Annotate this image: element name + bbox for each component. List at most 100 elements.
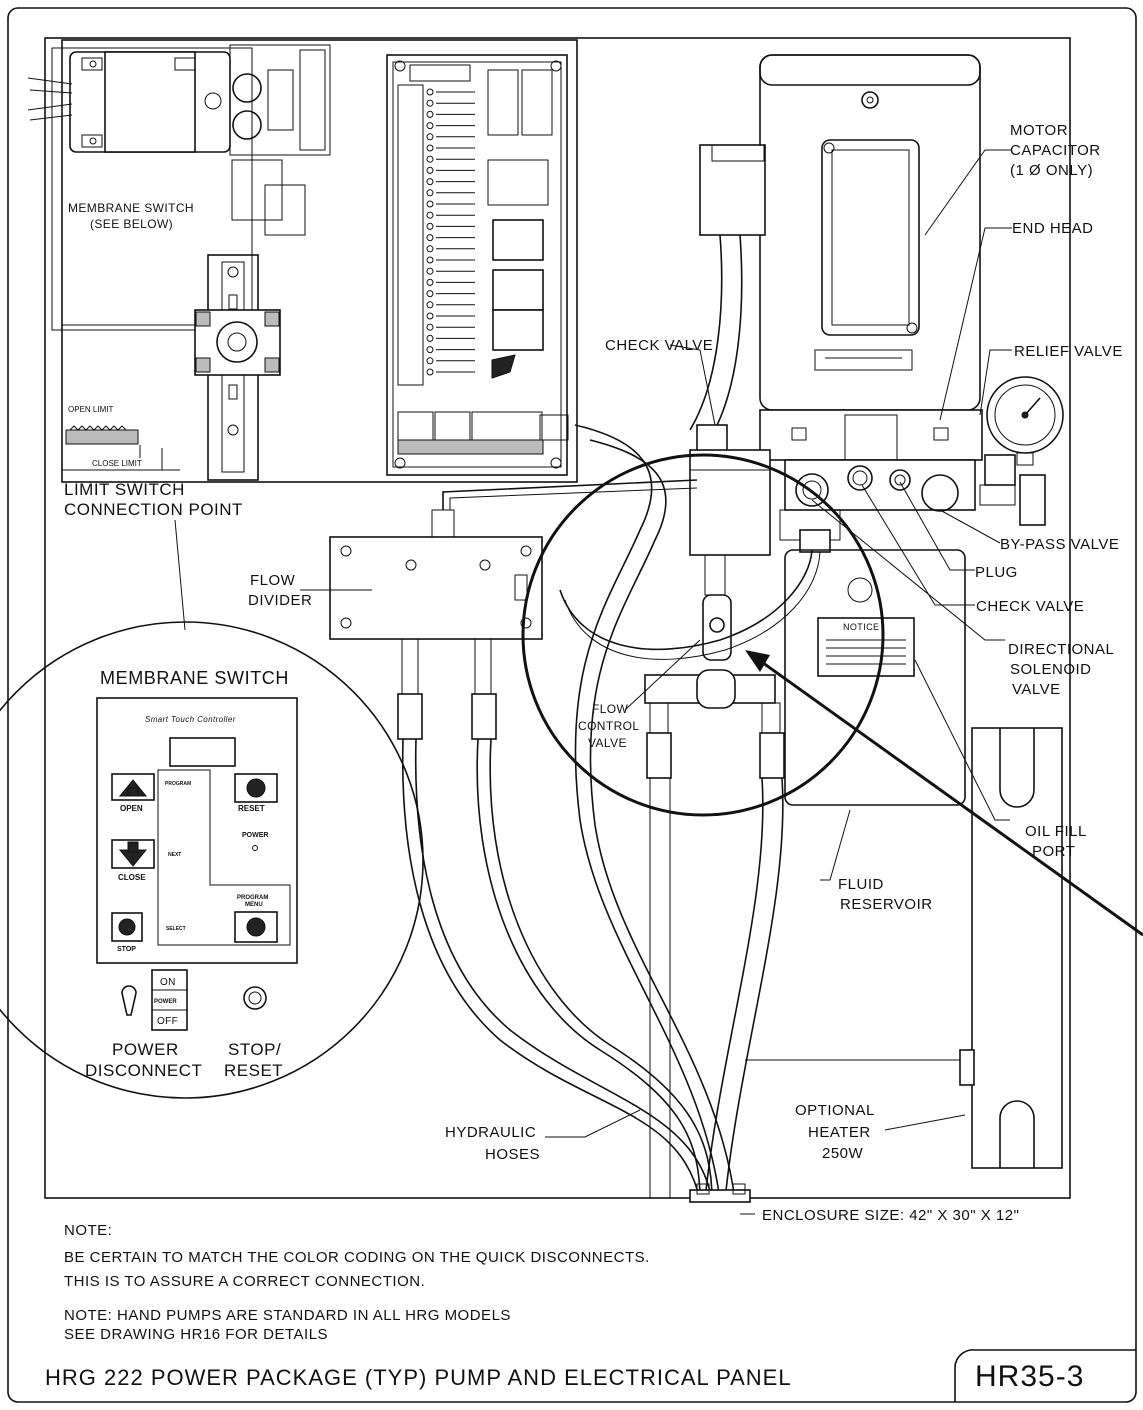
- note2-line1: NOTE: HAND PUMPS ARE STANDARD IN ALL HRG…: [64, 1307, 511, 1324]
- flow-divider: [329, 479, 713, 1201]
- close-button[interactable]: [111, 839, 155, 869]
- drawing-number: HR35-3: [975, 1360, 1084, 1393]
- controller-board: [386, 54, 569, 476]
- terminal-dot: [426, 245, 434, 253]
- limit-switch-label-line2: CONNECTION POINT: [64, 500, 243, 519]
- open-limit-label: OPEN LIMIT: [68, 405, 113, 414]
- power-disconnect-switch[interactable]: [121, 969, 188, 1031]
- open-label: OPEN: [120, 804, 143, 813]
- limit-switch-terminals: [62, 425, 180, 471]
- terminal-dot: [426, 278, 434, 286]
- terminal-dots: [426, 88, 475, 376]
- program-menu-button[interactable]: [234, 911, 278, 943]
- terminal-dot: [426, 155, 434, 163]
- note1-label: NOTE:: [64, 1222, 112, 1239]
- terminal-dot: [426, 312, 434, 320]
- terminal-dot: [426, 110, 434, 118]
- motor-capacitor-label-3: (1 Ø ONLY): [1010, 162, 1093, 179]
- terminal-dot: [426, 144, 434, 152]
- terminal-dot: [426, 267, 434, 275]
- next-label: NEXT: [168, 852, 181, 858]
- notice-plate: [817, 617, 915, 677]
- end-head-label: END HEAD: [1012, 220, 1094, 237]
- motor-capacitor: [821, 139, 920, 336]
- terminal-dot: [426, 211, 434, 219]
- stop-label: STOP: [117, 946, 136, 953]
- stop-button[interactable]: [111, 912, 143, 942]
- drawing-number-box: [954, 1349, 1136, 1402]
- pointer-arrow: [751, 653, 1143, 937]
- fluid-reservoir: [784, 549, 966, 806]
- program-label: PROGRAM: [165, 781, 191, 787]
- terminal-dot: [426, 166, 434, 174]
- bypass-valve-label: BY-PASS VALVE: [1000, 536, 1119, 553]
- toggle-switch-icon: [121, 985, 137, 1016]
- select-label: SELECT: [166, 926, 186, 932]
- flow-divider-label-1: FLOW: [250, 572, 296, 589]
- terminal-dot: [426, 133, 434, 141]
- reset-button[interactable]: [234, 773, 278, 803]
- hose-left: [574, 424, 721, 1201]
- switch-on-label: ON: [160, 977, 176, 988]
- note2-line2: SEE DRAWING HR16 FOR DETAILS: [64, 1326, 328, 1343]
- valve-manifold: [779, 459, 976, 553]
- oil-fill-label-1: OIL FILL: [1025, 823, 1087, 840]
- membrane-switch-panel: Smart Touch Controller OPEN CLOSE STOP R…: [96, 697, 298, 964]
- terminal-dot: [426, 222, 434, 230]
- close-limit-label: CLOSE LIMIT: [92, 459, 142, 468]
- directional-valve-label-3: VALVE: [1012, 681, 1061, 698]
- terminal-dot: [426, 346, 434, 354]
- motor: [759, 54, 983, 461]
- check-valve-right-label: CHECK VALVE: [976, 598, 1084, 615]
- solenoid-coil: [689, 144, 766, 436]
- stop-reset-label-2: RESET: [224, 1061, 283, 1080]
- close-label: CLOSE: [118, 873, 146, 882]
- plug-label: PLUG: [975, 564, 1018, 581]
- stop-reset-knob[interactable]: [243, 986, 267, 1010]
- transformer: [27, 51, 231, 153]
- directional-valve-label-1: DIRECTIONAL: [1008, 641, 1114, 658]
- terminal-dot: [426, 99, 434, 107]
- membrane-switch-detail-circle: [0, 621, 424, 1099]
- solenoid-cable: [559, 549, 813, 651]
- note1-line2: THIS IS TO ASSURE A CORRECT CONNECTION.: [64, 1273, 425, 1290]
- power-disconnect-label-1: POWER: [112, 1040, 179, 1059]
- program-menu-label-2: MENU: [245, 902, 263, 908]
- terminal-dot: [426, 256, 434, 264]
- stop-reset-label-1: STOP/: [228, 1040, 281, 1059]
- fuse-block: [229, 44, 331, 236]
- power-disconnect-label-2: DISCONNECT: [85, 1061, 202, 1080]
- motor-capacitor-label-1: MOTOR: [1010, 122, 1068, 139]
- membrane-switch-ref-line1: MEMBRANE SWITCH: [68, 201, 194, 215]
- terminal-dot: [426, 122, 434, 130]
- relief-valve-label: RELIEF VALVE: [1014, 343, 1123, 360]
- terminal-dot: [426, 200, 434, 208]
- terminal-dot: [426, 357, 434, 365]
- hydraulic-hoses-label-1: HYDRAULIC: [445, 1124, 536, 1141]
- optional-heater-label-1: OPTIONAL: [795, 1102, 875, 1119]
- hose-right: [589, 439, 736, 1201]
- program-menu-label-1: PROGRAM: [237, 895, 268, 901]
- electrical-subpanel: OPEN LIMIT CLOSE LIMIT MEMBRANE SWITCH (…: [27, 39, 578, 483]
- leader-lines: [300, 149, 1012, 1215]
- terminal-dot: [426, 178, 434, 186]
- power-indicator-icon: [252, 845, 258, 851]
- fluid-reservoir-label-1: FLUID: [838, 876, 884, 893]
- flow-divider-label-2: DIVIDER: [248, 592, 312, 609]
- power-label: POWER: [242, 832, 268, 839]
- display-window: [169, 737, 236, 767]
- open-button[interactable]: [111, 773, 155, 801]
- limit-switch-leader: [174, 519, 186, 631]
- flow-control-valve: [644, 594, 785, 1201]
- flow-control-label-3: VALVE: [588, 736, 627, 750]
- limit-switch-label-line1: LIMIT SWITCH: [64, 480, 185, 499]
- membrane-switch-ref-line2: (SEE BELOW): [90, 217, 173, 231]
- terminal-dot: [426, 368, 434, 376]
- check-valve-body: [689, 424, 771, 596]
- flow-control-label-1: FLOW: [592, 702, 629, 716]
- note1-line1: BE CERTAIN TO MATCH THE COLOR CODING ON …: [64, 1249, 650, 1266]
- highlight-circle: [521, 453, 885, 817]
- terminal-dot: [426, 290, 434, 298]
- terminal-dot: [426, 323, 434, 331]
